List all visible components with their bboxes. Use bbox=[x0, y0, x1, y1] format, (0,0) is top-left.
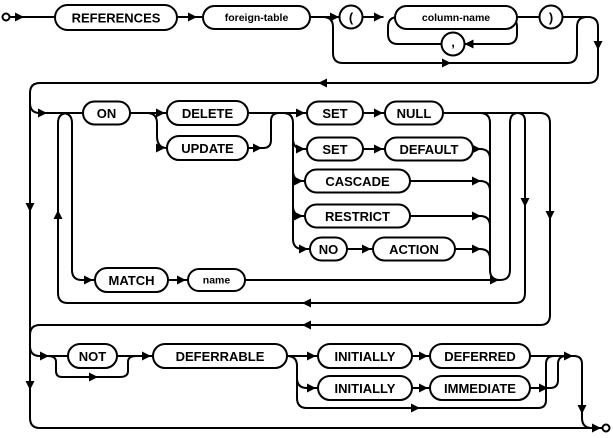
node-no: NO bbox=[309, 236, 348, 262]
node-label: NOT bbox=[79, 349, 107, 364]
node-label: ( bbox=[349, 10, 354, 25]
node-label: DEFERRED bbox=[444, 349, 516, 364]
node-foreign-table: foreign-table bbox=[202, 5, 311, 30]
node-not: NOT bbox=[67, 343, 118, 369]
end-terminal-icon bbox=[601, 423, 611, 433]
node-deferrable: DEFERRABLE bbox=[152, 343, 288, 369]
node-initially-2: INITIALLY bbox=[317, 375, 413, 401]
node-references: REFERENCES bbox=[54, 4, 178, 31]
node-restrict: RESTRICT bbox=[304, 203, 411, 229]
node-label: column-name bbox=[422, 12, 490, 24]
node-label: CASCADE bbox=[325, 174, 390, 189]
node-deferred: DEFERRED bbox=[429, 343, 531, 369]
node-comma: , bbox=[440, 31, 466, 57]
node-label: SET bbox=[322, 142, 347, 157]
node-set-1: SET bbox=[306, 100, 364, 126]
node-label: DEFAULT bbox=[400, 142, 459, 157]
node-label: DELETE bbox=[182, 106, 234, 121]
node-update: UPDATE bbox=[166, 135, 249, 161]
node-on: ON bbox=[82, 100, 131, 126]
node-delete: DELETE bbox=[166, 100, 249, 126]
node-label: NO bbox=[319, 242, 339, 257]
node-column-name: column-name bbox=[394, 5, 518, 30]
node-label: ) bbox=[549, 10, 553, 25]
start-terminal-icon bbox=[1, 12, 11, 22]
node-label: INITIALLY bbox=[335, 349, 396, 364]
node-name: name bbox=[187, 268, 246, 292]
railroad-lines bbox=[10, 16, 602, 429]
node-label: INITIALLY bbox=[335, 381, 396, 396]
node-action: ACTION bbox=[372, 236, 456, 262]
node-label: REFERENCES bbox=[72, 11, 161, 26]
node-label: NULL bbox=[397, 106, 432, 121]
node-immediate: IMMEDIATE bbox=[429, 375, 531, 401]
node-label: DEFERRABLE bbox=[176, 349, 265, 364]
node-label: ON bbox=[97, 106, 117, 121]
node-cascade: CASCADE bbox=[304, 168, 411, 194]
node-label: RESTRICT bbox=[325, 209, 390, 224]
node-label: MATCH bbox=[109, 273, 155, 288]
node-set-2: SET bbox=[306, 136, 364, 162]
node-right-paren: ) bbox=[538, 4, 564, 30]
node-label: name bbox=[203, 275, 231, 287]
node-left-paren: ( bbox=[338, 4, 364, 30]
node-null: NULL bbox=[384, 100, 444, 126]
arrowheads bbox=[15, 12, 603, 433]
node-default: DEFAULT bbox=[384, 136, 474, 162]
node-match: MATCH bbox=[94, 267, 169, 293]
node-label: SET bbox=[322, 106, 347, 121]
node-label: ACTION bbox=[389, 242, 439, 257]
node-label: foreign-table bbox=[225, 12, 289, 24]
node-label: UPDATE bbox=[181, 141, 234, 156]
node-initially-1: INITIALLY bbox=[317, 343, 413, 369]
node-label: IMMEDIATE bbox=[444, 381, 516, 396]
node-label: , bbox=[451, 35, 455, 50]
